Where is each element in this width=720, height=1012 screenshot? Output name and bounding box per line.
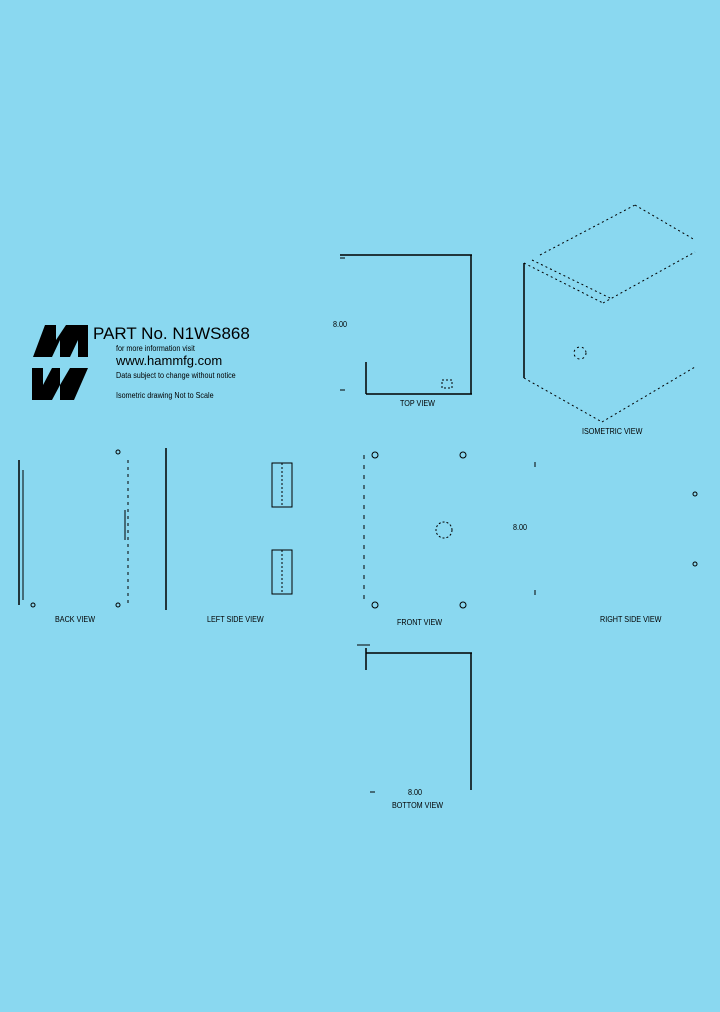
label-back-view: BACK VIEW — [55, 615, 96, 624]
label-isometric-view: ISOMETRIC VIEW — [582, 427, 643, 436]
label-front-view: FRONT VIEW — [397, 618, 443, 627]
bottom-view-drawing — [357, 644, 472, 793]
dimension-top-depth: 8.00 — [333, 320, 348, 329]
label-top-view: TOP VIEW — [400, 399, 435, 408]
scale-note: Isometric drawing Not to Scale — [116, 391, 214, 400]
website-link[interactable]: www.hammfg.com — [116, 353, 223, 368]
label-right-side-view: RIGHT SIDE VIEW — [600, 615, 662, 624]
part-number: PART No. N1WS868 — [93, 324, 250, 343]
label-bottom-view: BOTTOM VIEW — [392, 801, 444, 810]
info-line: for more information visit — [116, 344, 195, 353]
top-view-drawing — [340, 254, 472, 395]
dimension-right-side-height: 8.00 — [513, 523, 528, 532]
dimension-bottom-width: 8.00 — [408, 788, 423, 797]
hammond-logo — [32, 325, 88, 400]
label-left-side-view: LEFT SIDE VIEW — [207, 615, 264, 624]
isometric-view-drawing — [523, 204, 696, 423]
right-side-view-drawing — [534, 462, 698, 595]
back-view-drawing — [18, 449, 129, 608]
notice-text: Data subject to change without notice — [116, 371, 236, 380]
left-side-view-drawing — [165, 448, 293, 610]
front-view-drawing — [363, 451, 467, 609]
